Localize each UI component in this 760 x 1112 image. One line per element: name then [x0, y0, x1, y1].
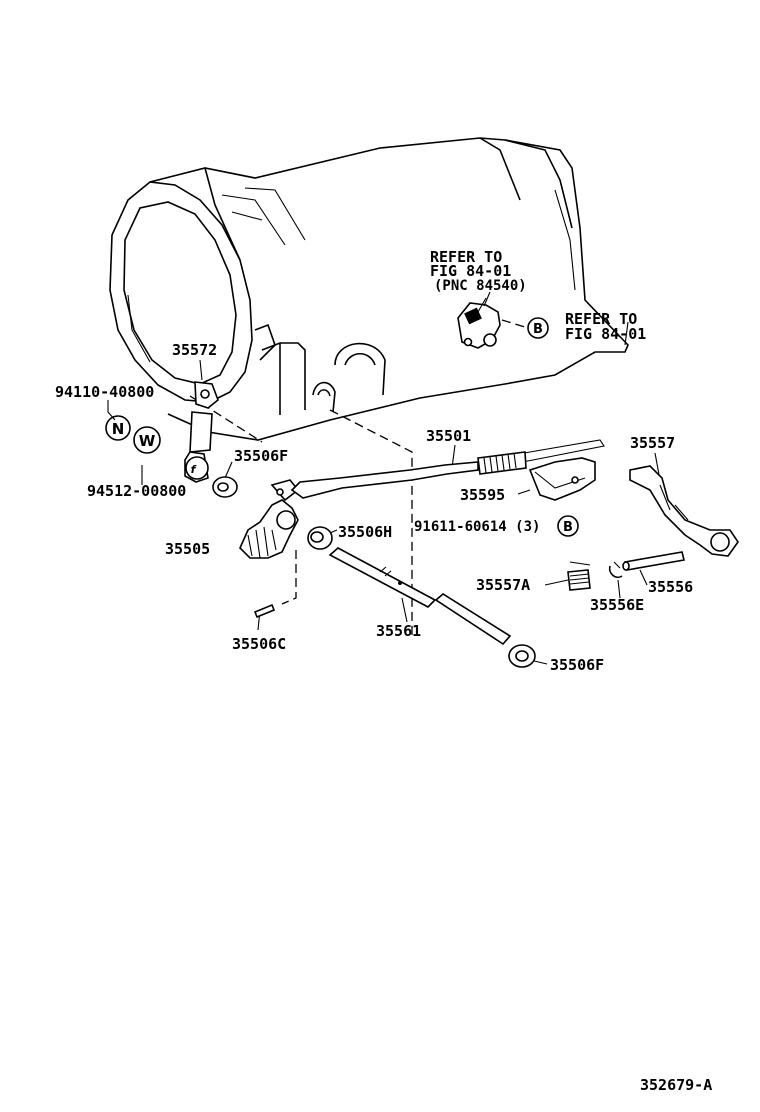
label-94110-40800: 94110-40800 [55, 383, 154, 401]
transmission-housing [109, 137, 629, 441]
callout-b-top: B [527, 317, 549, 339]
label-35506F-bottom: 35506F [550, 656, 604, 674]
part-35557A-spring [567, 561, 591, 591]
part-35505-lever [239, 479, 300, 559]
callout-w: W [133, 426, 161, 454]
svg-text:N: N [112, 420, 125, 438]
callout-b-mid: B [557, 515, 579, 537]
label-35501: 35501 [426, 427, 471, 445]
neutral-start-switch [457, 297, 526, 349]
part-35506F-seal-bottom [508, 644, 536, 668]
label-91611-60614: 91611-60614 (3) [414, 519, 540, 535]
svg-text:W: W [139, 432, 156, 450]
part-35506H-collar [307, 526, 333, 550]
callout-n: N [105, 415, 131, 441]
refer-top-line-3: (PNC 84540) [434, 278, 527, 294]
refer-right-line-1: REFER TO [565, 310, 637, 328]
label-35556E: 35556E [590, 596, 644, 614]
label-94512-00800: 94512-00800 [87, 482, 186, 500]
refer-right-line-2: FIG 84-01 [565, 325, 646, 343]
part-labels: REFER TO FIG 84-01 (PNC 84540) REFER TO … [55, 248, 712, 1094]
part-35556E-clip [608, 561, 623, 579]
part-35561-shaft [328, 547, 512, 646]
refer-top-line-2: FIG 84-01 [430, 262, 511, 280]
label-35595: 35595 [460, 486, 505, 504]
svg-text:f: f [191, 463, 197, 476]
label-35506F-top: 35506F [234, 447, 288, 465]
label-35505: 35505 [165, 540, 210, 558]
label-35557: 35557 [630, 434, 675, 452]
part-35572-bracket: f [184, 381, 219, 483]
figure-id: 352679-A [640, 1076, 712, 1094]
part-35556-pin [622, 551, 685, 571]
alignment-lines [189, 395, 413, 640]
label-35557A: 35557A [476, 576, 530, 594]
svg-text:B: B [563, 520, 573, 535]
part-35595-bracket [528, 457, 596, 501]
part-35506F-seal-top [212, 476, 238, 498]
label-35506H: 35506H [338, 523, 392, 541]
label-35506C: 35506C [232, 635, 286, 653]
label-35556: 35556 [648, 578, 693, 596]
part-35557-lever [629, 465, 739, 557]
refer-top-line-1: REFER TO [430, 248, 502, 266]
part-35506C-pin [253, 603, 276, 619]
part-35501-rod [290, 439, 605, 499]
svg-text:B: B [533, 322, 543, 337]
label-35572: 35572 [172, 341, 217, 359]
label-35561: 35561 [376, 622, 421, 640]
